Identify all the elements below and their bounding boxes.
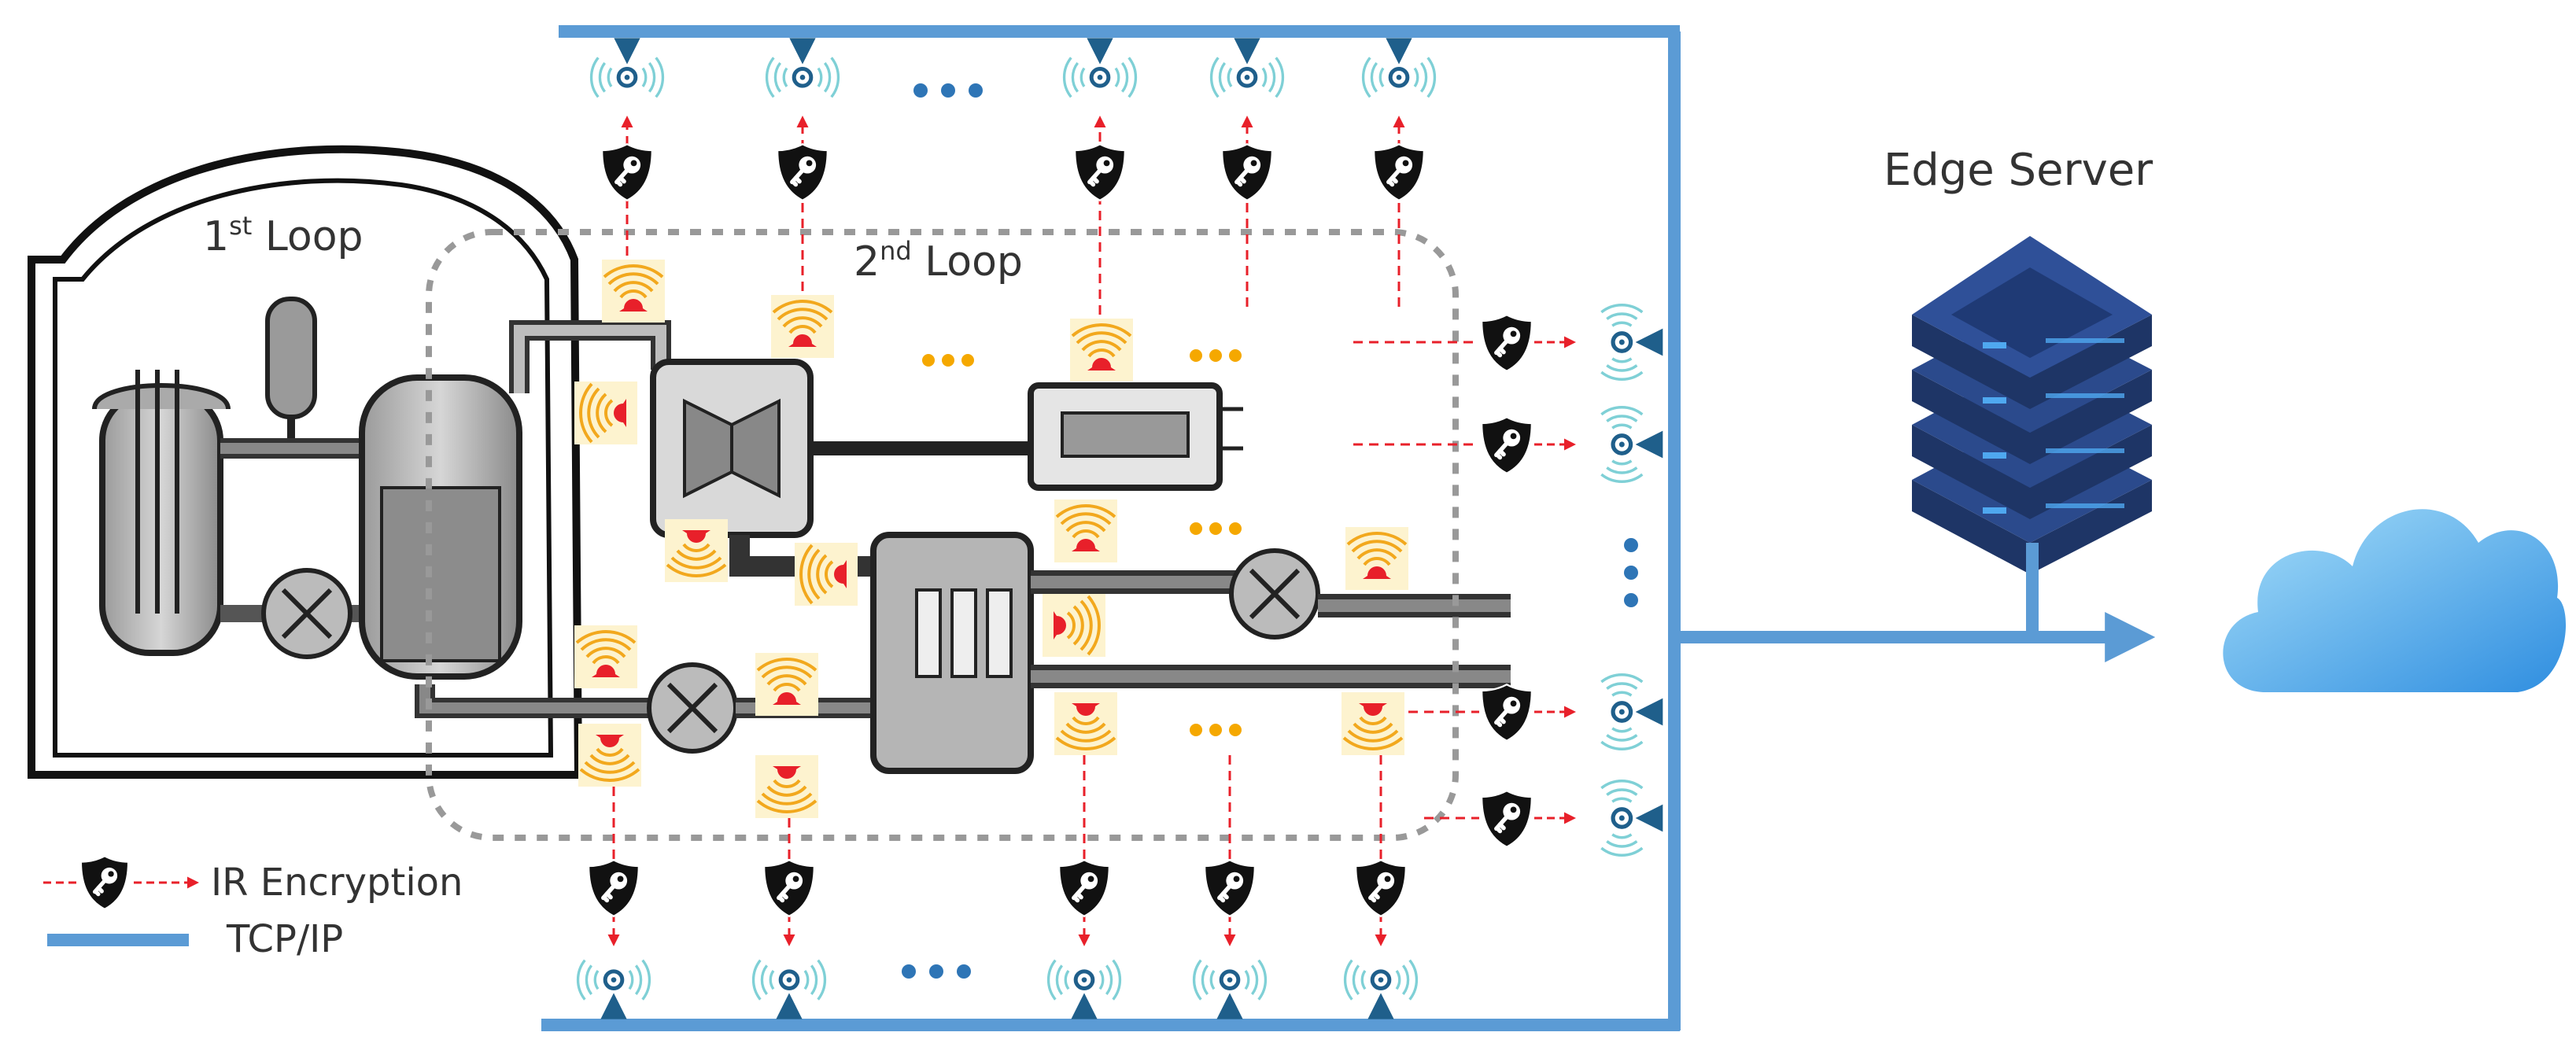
shield-key-icon [602, 144, 652, 201]
antenna-icon [1601, 305, 1663, 380]
antenna-icon [1065, 38, 1136, 97]
antenna-icon [578, 960, 650, 1019]
second-loop-label: 2nd Loop [854, 236, 1023, 286]
ir-sensor-icon [1070, 319, 1133, 382]
ir-sensor-icon [578, 724, 641, 787]
ir-sensor-icon [771, 295, 834, 358]
shield-key-icon [1374, 144, 1424, 201]
antenna-icon [767, 38, 839, 97]
tcpip-network [541, 25, 1681, 1031]
ir-sensor-icon [1342, 692, 1404, 755]
ellipsis-icon [922, 349, 1242, 736]
shield-key-icon [1482, 315, 1532, 371]
ellipsis-icon [902, 964, 971, 979]
edge-server-label: Edge Server [1884, 145, 2153, 196]
cloud-icon [2223, 509, 2567, 692]
shield-key-icon [589, 860, 639, 916]
shield-key-icon [777, 144, 828, 201]
shield-key-icon [1075, 144, 1125, 201]
antenna-icon [1601, 675, 1663, 750]
ir-sensor-icon [1345, 527, 1408, 590]
ir-sensor-icon [1043, 594, 1105, 657]
ir-sensor-icon [665, 519, 728, 582]
legend-encryption-label: IR Encryption [211, 861, 463, 905]
top-sensor-links [592, 38, 1435, 315]
shield-key-icon [1482, 791, 1532, 847]
antenna-icon [592, 38, 663, 97]
ir-sensor-icon [1054, 500, 1117, 562]
shield-key-icon [81, 856, 128, 909]
shield-key-icon [1356, 860, 1406, 916]
antenna-icon [1601, 781, 1663, 856]
ellipsis-icon [913, 83, 983, 98]
shield-key-icon [764, 860, 814, 916]
ir-sensor-icon [795, 543, 858, 606]
shield-key-icon [1205, 860, 1255, 916]
antenna-icon [1212, 38, 1283, 97]
ellipsis-icon [1624, 538, 1638, 607]
shield-key-icon [1482, 417, 1532, 474]
shield-key-icon [1482, 684, 1532, 741]
legend-tcpip-label: TCP/IP [226, 917, 343, 961]
second-loop-boundary [426, 229, 1459, 841]
server-uplink [1674, 543, 2156, 662]
server-icon [1912, 236, 2152, 574]
ir-sensor-icon [574, 382, 637, 444]
antenna-icon [1049, 960, 1120, 1019]
legend: IR Encryption TCP/IP [43, 856, 463, 961]
antenna-icon [1194, 960, 1266, 1019]
first-loop-label: 1st Loop [203, 211, 364, 260]
ir-sensor-icon [574, 625, 637, 688]
shield-key-icon [1222, 144, 1272, 201]
ir-sensor-icon [1054, 692, 1117, 755]
antenna-icon [1601, 407, 1663, 482]
nuclear-plant-schematic [28, 145, 1511, 779]
antenna-icon [1345, 960, 1417, 1019]
antenna-icon [754, 960, 825, 1019]
right-sensor-links [1353, 305, 1663, 856]
bottom-sensor-links [578, 755, 1417, 1019]
ir-sensor-icon [602, 260, 665, 323]
ir-sensor-icon [755, 755, 818, 818]
antenna-icon [1364, 38, 1435, 97]
shield-key-icon [1059, 860, 1109, 916]
ir-sensor-icon [755, 653, 818, 716]
